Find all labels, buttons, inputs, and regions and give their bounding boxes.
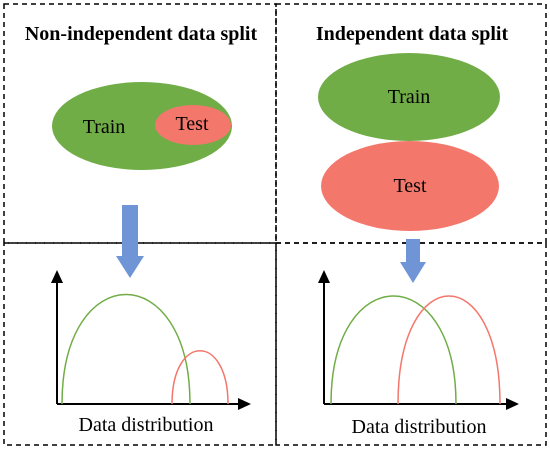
- left-test-ellipse: [155, 105, 231, 145]
- right-ellipse-group: Train Test: [318, 53, 500, 231]
- left-panel-title: Non-independent data split: [25, 23, 258, 45]
- right-axis-caption: Data distribution: [352, 416, 487, 438]
- left-panel-frame: [3, 3, 277, 446]
- left-train-distribution-curve: [61, 293, 191, 405]
- left-test-distribution-curve: [171, 350, 229, 405]
- right-train-distribution-curve: [330, 295, 457, 405]
- left-top-box: [3, 3, 277, 244]
- down-arrow-icon: [116, 205, 144, 278]
- left-ellipse-group: Train Test: [52, 82, 232, 170]
- left-distribution-plot: Data distribution: [51, 270, 251, 436]
- left-x-axis-arrowhead: [238, 398, 251, 410]
- right-test-distribution-curve: [397, 295, 501, 405]
- right-x-axis-arrowhead: [506, 398, 519, 410]
- right-test-ellipse: [321, 141, 499, 231]
- right-train-label: Train: [388, 86, 431, 108]
- left-axes: [56, 279, 240, 405]
- right-panel-title: Independent data split: [316, 23, 509, 45]
- left-train-label: Train: [83, 116, 126, 138]
- down-arrow-icon: [400, 239, 426, 283]
- right-axes: [323, 279, 508, 405]
- left-y-axis-arrowhead: [51, 270, 63, 283]
- left-axis-caption: Data distribution: [79, 414, 214, 436]
- right-test-label: Test: [393, 175, 426, 197]
- right-train-ellipse: [318, 53, 500, 141]
- right-y-axis-arrowhead: [318, 270, 330, 283]
- left-test-label: Test: [175, 113, 208, 135]
- left-train-ellipse: [52, 82, 232, 170]
- right-distribution-plot: Data distribution: [318, 270, 519, 438]
- left-bottom-box: [3, 242, 277, 446]
